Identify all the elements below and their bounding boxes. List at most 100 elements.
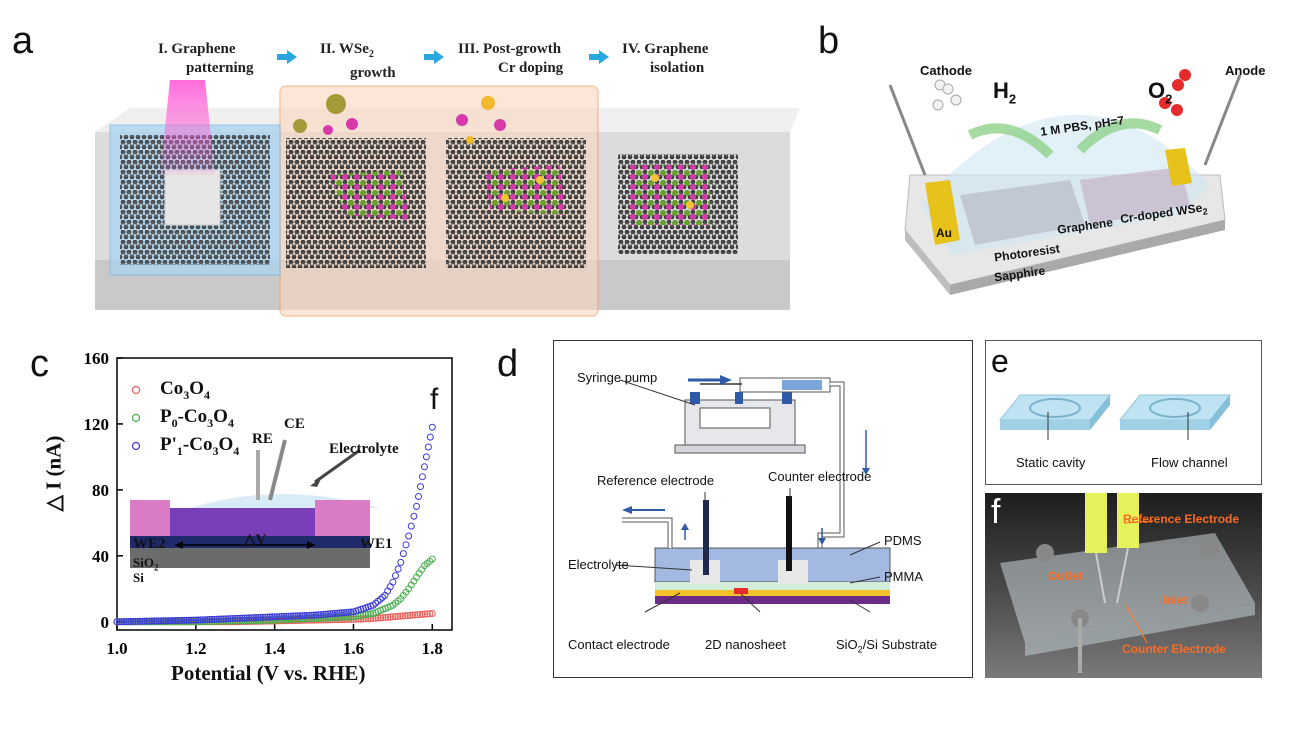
data-point-3 (169, 617, 177, 625)
data-point-3 (317, 611, 325, 619)
data-point-2 (322, 614, 330, 622)
data-point-3 (415, 492, 422, 500)
data-point-3 (326, 610, 334, 618)
data-point-1 (414, 611, 422, 619)
static-cavity-label: Static cavity (1016, 455, 1086, 470)
data-point-3 (145, 617, 153, 625)
legend-p1-main: P' (160, 434, 177, 455)
photo-counter-label: Counter Electrode (1122, 642, 1227, 656)
step-4-line2: isolation (650, 60, 705, 76)
data-point-3 (376, 595, 384, 603)
data-point-1 (384, 613, 392, 621)
data-point-3 (231, 614, 239, 622)
data-point-3 (152, 617, 160, 625)
data-point-3 (210, 615, 218, 623)
arrow-right-icon (424, 50, 444, 64)
step-2-line1: II. WSe (320, 41, 369, 57)
step-2-line2: growth (350, 65, 396, 81)
data-point-3 (280, 612, 288, 620)
data-point-1 (374, 614, 382, 622)
data-point-3 (266, 613, 274, 621)
data-point-3 (319, 610, 327, 618)
data-point-3 (190, 616, 198, 624)
legend-p0: P0-Co3O4 (160, 406, 234, 431)
arrow-right-icon (589, 50, 609, 64)
data-point-3 (241, 614, 249, 622)
data-point-3 (166, 617, 174, 625)
data-point-3 (310, 611, 318, 619)
h2-label: H2 (993, 78, 1016, 106)
step-3-line2: Cr doping (498, 60, 564, 76)
data-point-3 (245, 614, 253, 622)
legend-p1-sub1: 3 (212, 443, 219, 458)
data-point-3 (196, 616, 204, 624)
inset-device (130, 439, 380, 568)
data-point-3 (234, 614, 242, 622)
inset-sio2: SiO2 (133, 555, 158, 573)
data-point-3 (416, 483, 424, 491)
data-point-3 (254, 613, 262, 621)
legend-p1-rest: -Co (182, 434, 213, 455)
data-point-1 (396, 612, 404, 620)
step-1-line1: I. Graphene (158, 41, 236, 57)
data-point-3 (413, 502, 421, 510)
data-point-3 (139, 617, 147, 625)
syringe-pump-label: Syringe pump (577, 370, 658, 385)
data-point-3 (229, 615, 237, 623)
data-point-3 (394, 565, 402, 573)
data-point-1 (416, 611, 424, 619)
data-point-1 (409, 611, 417, 619)
data-point-3 (136, 617, 144, 625)
inset-electrolyte: Electrolyte (329, 441, 399, 457)
panel-letter-f: f (991, 493, 1001, 531)
cathode-label: Cathode (920, 63, 972, 78)
h2-text: H (993, 78, 1009, 103)
inset-we2: WE2 (133, 536, 166, 552)
data-point-3 (426, 433, 434, 441)
data-point-3 (399, 550, 407, 558)
data-point-3 (199, 616, 207, 624)
panel-letter-a: a (12, 20, 34, 62)
data-point-3 (402, 541, 410, 549)
data-point-3 (271, 613, 279, 621)
data-point-3 (159, 617, 167, 625)
o2-label: O2 (1148, 78, 1172, 106)
data-point-3 (208, 615, 216, 623)
data-point-3 (343, 608, 351, 616)
data-point-3 (213, 615, 221, 623)
nanosheet-label: 2D nanosheet (705, 637, 786, 652)
data-point-3 (303, 611, 311, 619)
panel-e-illustration (998, 394, 1232, 440)
data-point-3 (141, 617, 149, 625)
electrolyte-label: Electrolyte (568, 557, 629, 572)
photo-inlet-label: Inlet (1163, 593, 1188, 607)
legend-co3o4-main: Co (160, 378, 184, 399)
data-point-3 (162, 617, 170, 625)
panel-letter-d: d (497, 343, 519, 385)
data-point-3 (164, 617, 172, 625)
legend-p0-rest: -Co (177, 406, 208, 427)
data-point-3 (227, 615, 235, 623)
data-point-3 (261, 613, 269, 621)
panel-b-illustration (888, 69, 1242, 295)
legend-p0-sub2: 4 (227, 415, 234, 430)
data-point-1 (406, 611, 414, 619)
inset-we1: WE1 (360, 536, 393, 552)
data-point-1 (426, 610, 434, 618)
data-point-3 (340, 609, 348, 617)
inset-si: Si (133, 570, 144, 585)
panel-e-frame (985, 340, 1262, 485)
data-point-3 (322, 610, 330, 618)
data-point-3 (305, 611, 313, 619)
anode-label: Anode (1225, 63, 1266, 78)
data-point-3 (347, 608, 355, 616)
photo-reference-label: Reference Electrode (1123, 512, 1240, 526)
y-tick-label: 0 (101, 613, 110, 632)
data-point-3 (422, 453, 430, 461)
data-point-3 (324, 610, 332, 618)
y-tick-label: 40 (92, 547, 109, 566)
step-4-line1: IV. Graphene (622, 41, 709, 57)
data-point-3 (194, 616, 202, 624)
legend-marker (131, 385, 141, 395)
